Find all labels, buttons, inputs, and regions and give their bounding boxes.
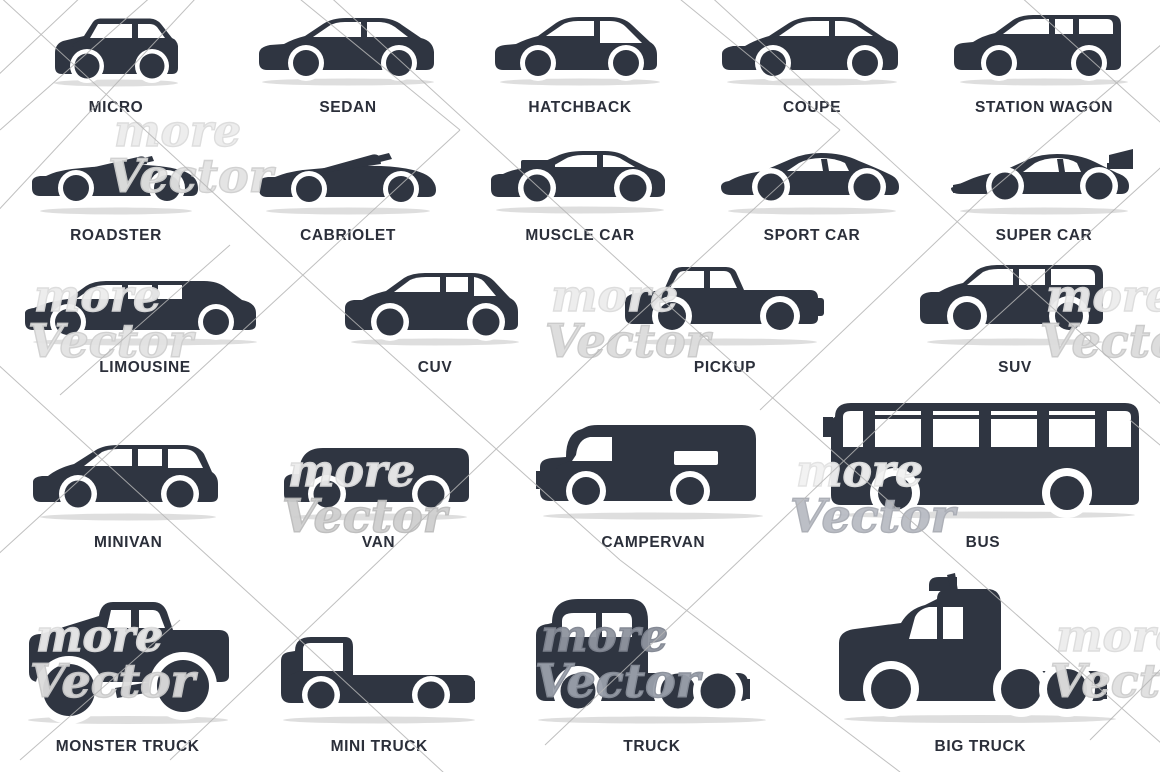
vehicle-cell-truck[interactable]: TRUCK: [503, 567, 800, 772]
bus-icon: [806, 393, 1160, 523]
vehicle-cell-big-truck[interactable]: BIG TRUCK: [801, 567, 1160, 772]
roadster-car-icon: [0, 141, 232, 216]
icon-row-3: LIMOUSINE: [0, 260, 1160, 394]
vehicle-cell-bus[interactable]: BUS: [806, 393, 1160, 567]
vehicle-label: MONSTER TRUCK: [55, 737, 200, 755]
mini-truck-icon: [255, 617, 503, 727]
vehicle-cell-coupe[interactable]: COUPE: [696, 0, 928, 130]
minivan-icon: [0, 438, 256, 523]
vehicle-cell-mini-truck[interactable]: MINI TRUCK: [255, 567, 503, 772]
truck-icon: [503, 587, 800, 727]
vehicle-label: SEDAN: [319, 99, 377, 117]
vehicle-label: COUPE: [782, 99, 842, 117]
monster-truck-icon: [0, 582, 255, 727]
vehicle-cell-minivan[interactable]: MINIVAN: [0, 393, 256, 567]
vehicle-cell-hatchback[interactable]: HATCHBACK: [464, 0, 696, 130]
vehicle-label: BIG TRUCK: [934, 737, 1027, 755]
vehicle-cell-muscle-car[interactable]: MUSCLE CAR: [464, 130, 696, 260]
vehicle-cell-van[interactable]: VAN: [256, 393, 500, 567]
sedan-car-icon: [232, 8, 464, 88]
vehicle-label: VAN: [361, 534, 396, 551]
icon-row-4: MINIVAN VAN: [0, 393, 1160, 567]
van-icon: [256, 438, 500, 523]
vehicle-cell-cuv[interactable]: CUV: [290, 260, 580, 394]
vehicle-cell-station-wagon[interactable]: STATION WAGON: [928, 0, 1160, 130]
vehicle-cell-sedan[interactable]: SEDAN: [232, 0, 464, 130]
suv-car-icon: [870, 260, 1160, 348]
vehicle-label: MICRO: [88, 99, 144, 117]
super-car-icon: [928, 141, 1160, 216]
vehicle-label: TRUCK: [623, 737, 681, 755]
vehicle-label: MINI TRUCK: [330, 737, 428, 755]
vehicle-label: SUPER CAR: [995, 227, 1093, 244]
icon-row-1: MICRO SEDAN: [0, 0, 1160, 130]
big-truck-icon: [801, 567, 1160, 727]
cabriolet-car-icon: [232, 141, 464, 216]
vehicle-label: CAMPERVAN: [601, 534, 706, 551]
vehicle-label: CABRIOLET: [300, 227, 396, 244]
vehicle-label: MUSCLE CAR: [525, 227, 635, 244]
vehicle-label: CUV: [417, 358, 453, 376]
icon-row-5: MONSTER TRUCK MINI T: [0, 567, 1160, 772]
vehicle-label: SUV: [998, 358, 1032, 376]
micro-car-icon: [0, 8, 232, 88]
campervan-icon: [501, 413, 806, 523]
cuv-car-icon: [290, 266, 580, 348]
coupe-car-icon: [696, 8, 928, 88]
sport-car-icon: [696, 141, 928, 216]
vehicle-cell-pickup[interactable]: PICKUP: [580, 260, 870, 394]
vehicle-cell-limousine[interactable]: LIMOUSINE: [0, 260, 290, 394]
vehicle-label: MINIVAN: [93, 534, 163, 551]
vehicle-label: LIMOUSINE: [99, 358, 191, 376]
vehicle-label: PICKUP: [693, 358, 757, 376]
vehicle-cell-super-car[interactable]: SUPER CAR: [928, 130, 1160, 260]
vehicle-label: ROADSTER: [70, 227, 162, 244]
vehicle-label: HATCHBACK: [528, 99, 632, 117]
hatchback-car-icon: [464, 8, 696, 88]
vehicle-label: STATION WAGON: [974, 99, 1114, 117]
vehicle-label: BUS: [965, 534, 1001, 551]
muscle-car-icon: [464, 138, 696, 216]
vehicle-cell-micro[interactable]: MICRO: [0, 0, 232, 130]
vehicle-label: SPORT CAR: [763, 227, 861, 244]
vehicle-cell-roadster[interactable]: ROADSTER: [0, 130, 232, 260]
vehicle-cell-campervan[interactable]: CAMPERVAN: [501, 393, 806, 567]
vehicle-cell-monster-truck[interactable]: MONSTER TRUCK: [0, 567, 255, 772]
icon-row-2: ROADSTER CABRIOLET: [0, 130, 1160, 260]
station-wagon-car-icon: [928, 8, 1160, 88]
pickup-truck-icon: [580, 260, 870, 348]
limousine-car-icon: [0, 268, 290, 348]
vehicle-cell-sport-car[interactable]: SPORT CAR: [696, 130, 928, 260]
vehicle-cell-suv[interactable]: SUV: [870, 260, 1160, 394]
vehicle-cell-cabriolet[interactable]: CABRIOLET: [232, 130, 464, 260]
